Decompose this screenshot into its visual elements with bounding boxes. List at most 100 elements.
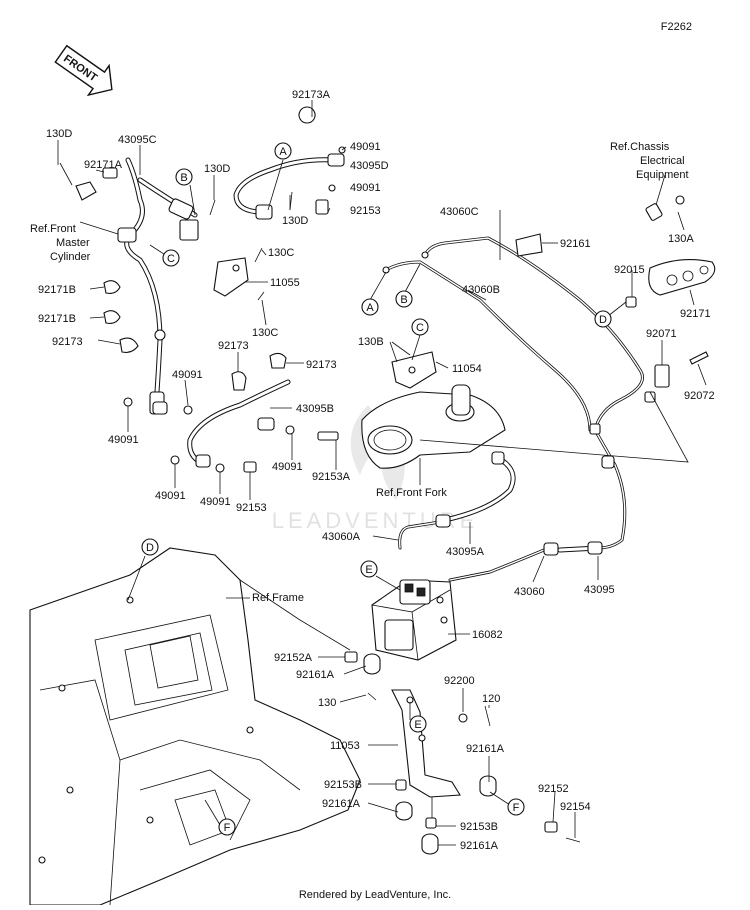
svg-text:A: A [366,302,374,314]
grommets [344,651,581,855]
svg-text:Electrical: Electrical [640,155,685,167]
part-label: 11053 [330,740,360,752]
part-label: 16082 [472,629,503,641]
part-label: 92152A [274,652,313,664]
callout-A-mid: A [361,298,379,316]
part-label: 92153A [312,471,351,483]
part-label: 49091 [350,141,381,153]
svg-text:Ref.Chassis: Ref.Chassis [610,141,670,153]
ref-front-master-cylinder: Ref.Front Master Cylinder [30,223,91,263]
part-label: 11054 [452,363,482,375]
svg-text:F: F [513,802,520,814]
svg-text:B: B [180,172,187,184]
part-label: 43095D [350,160,389,172]
part-label: 92171B [38,284,76,296]
callout-D-right: D [594,310,612,328]
ref-chassis-electrical: Ref.Chassis Electrical Equipment [610,141,689,181]
part-label: 120 [482,693,500,705]
part-label: 130C [252,327,278,339]
part-label: 92161A [322,798,361,810]
part-label: 130A [668,233,694,245]
part-label: 43095C [118,134,157,146]
bracket-11053 [391,689,461,798]
svg-text:A: A [279,146,287,158]
leader-lines [57,100,707,846]
callout-B-top: B [175,168,193,186]
svg-text:Cylinder: Cylinder [50,251,91,263]
brake-pipes [382,236,656,582]
svg-text:F: F [224,822,231,834]
frame-body [29,547,361,906]
callout-C-mid: C [411,318,429,336]
part-label: 43060 [514,586,545,598]
part-label: 130D [46,128,72,140]
brake-hose-43095D [233,153,345,220]
callout-F-right: F [507,798,525,816]
part-label: 92161A [296,669,335,681]
callout-A-top: A [274,142,292,160]
part-label: 92171 [680,308,711,320]
part-label: 92072 [684,390,715,402]
part-label: 130D [282,215,308,227]
part-label: 92153B [460,821,498,833]
part-label: 130D [204,163,230,175]
part-label: 92153 [350,205,381,217]
svg-text:E: E [365,564,372,576]
part-label: 43060A [322,531,361,543]
callout-connectors [127,159,627,826]
callout-E-bracket: E [409,715,427,733]
part-label: 49091 [172,369,203,381]
callout-F-frame: F [218,818,236,836]
part-label: 49091 [200,496,231,508]
part-label: 92152 [538,783,569,795]
part-label: 92173 [306,359,337,371]
part-label: 92200 [444,675,475,687]
ref-frame-label: Ref.Frame [252,592,304,604]
part-label: 92154 [560,801,591,813]
part-label: 130C [268,247,294,259]
part-label: 43060B [462,284,500,296]
part-label: 92173A [292,89,331,101]
small-parts-right [515,195,716,388]
svg-text:D: D [599,314,607,326]
svg-text:E: E [414,719,421,731]
svg-text:C: C [416,322,424,334]
part-labels: 130D 43095C 92171A 130D 130D 92173A 4909… [38,89,715,852]
part-label: 92171A [84,159,123,171]
callout-C-left: C [162,249,180,267]
part-label: 43095A [446,546,485,558]
abs-unit-16082 [371,579,457,661]
part-label: 49091 [350,182,381,194]
diagram-code: F2262 [661,21,692,33]
part-label: 43095 [584,584,615,596]
part-label: 92171B [38,313,76,325]
part-label: 49091 [155,490,186,502]
bracket-11055 [179,219,249,297]
front-fork-bracket [361,341,506,469]
part-label: 11055 [270,277,300,289]
part-label: 92161 [560,238,591,250]
part-label: 43095B [296,403,334,415]
svg-text:Equipment: Equipment [636,169,689,181]
svg-text:D: D [146,542,154,554]
part-label: 92173 [218,340,249,352]
part-label: 92153B [324,779,362,791]
part-label: 43060C [440,206,479,218]
ref-front-fork-label: Ref.Front Fork [376,487,447,499]
footer-credit: Rendered by LeadVenture, Inc. [299,889,451,901]
svg-text:B: B [400,294,407,306]
part-label: 49091 [108,434,139,446]
callout-E-abs: E [360,560,378,578]
part-label: 49091 [272,461,303,473]
part-label: 92161A [460,840,499,852]
svg-text:C: C [167,253,175,265]
part-label: 92173 [52,336,83,348]
callout-B-mid: B [395,290,413,308]
part-label: 92161A [466,743,505,755]
svg-text:Ref.Front: Ref.Front [30,223,76,235]
front-arrow-icon: FRONT [54,44,113,97]
part-label: 92015 [614,264,645,276]
callout-D-frame: D [141,538,159,556]
part-label: 92071 [646,328,677,340]
